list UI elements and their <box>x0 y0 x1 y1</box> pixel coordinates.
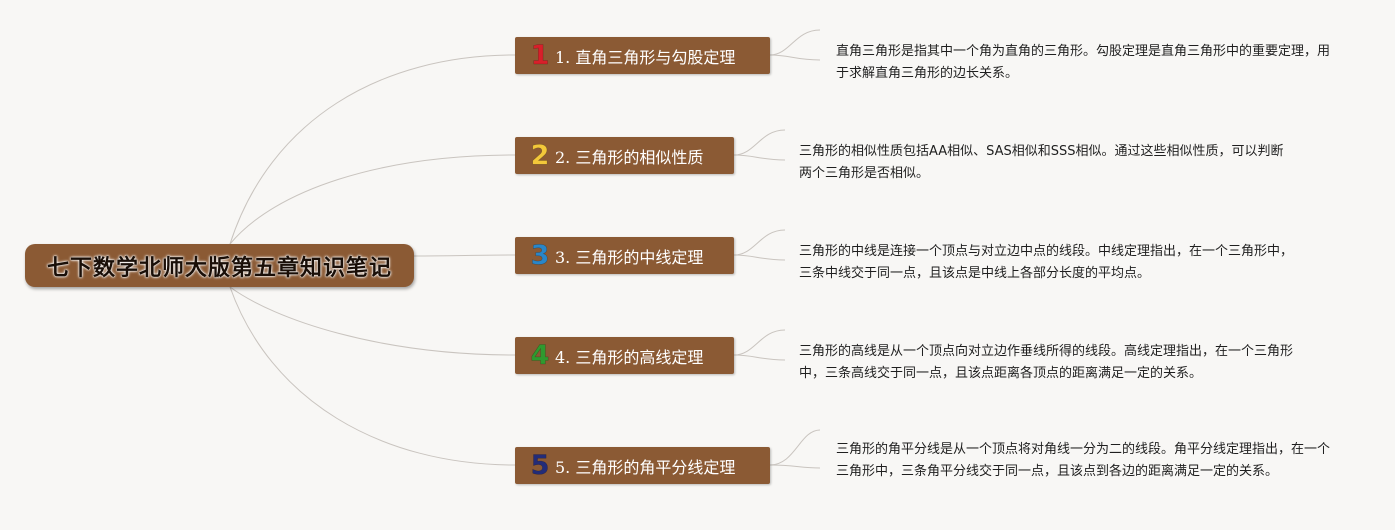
topic-node-2[interactable]: 2 2. 三角形的相似性质 <box>515 137 734 174</box>
number-badge-3: 3 <box>530 240 550 272</box>
root-link-2 <box>229 154 516 245</box>
topic-label-4: 4. 三角形的高线定理 <box>555 347 704 367</box>
topic-label-3: 3. 三角形的中线定理 <box>555 247 704 267</box>
note-link-4a <box>733 329 786 356</box>
note-4: 三角形的高线是从一个顶点向对立边作垂线所得的线段。高线定理指出，在一个三角形中，… <box>799 344 1294 381</box>
note-link-5a <box>769 429 821 466</box>
note-1: 直角三角形是指其中一个角为直角的三角形。勾股定理是直角三角形中的重要定理，用于求… <box>836 44 1331 81</box>
note-link-1a <box>769 29 821 56</box>
topic-label-1: 1. 直角三角形与勾股定理 <box>555 47 736 67</box>
number-badge-4: 4 <box>530 340 550 372</box>
root-link-5 <box>229 286 516 466</box>
note-link-1b <box>769 54 821 61</box>
topic-node-3[interactable]: 3 3. 三角形的中线定理 <box>515 237 734 274</box>
note-link-3a <box>733 229 786 256</box>
root-link-4 <box>229 286 516 356</box>
topic-label-5: 5. 三角形的角平分线定理 <box>555 457 736 477</box>
note-link-5b <box>769 464 821 469</box>
root-link-1 <box>229 54 516 245</box>
number-badge-1: 1 <box>530 40 550 72</box>
root-link-3 <box>413 254 516 257</box>
number-badge-2: 2 <box>530 140 550 172</box>
note-3: 三角形的中线是连接一个顶点与对立边中点的线段。中线定理指出，在一个三角形中，三条… <box>799 244 1294 281</box>
topic-label-2: 2. 三角形的相似性质 <box>555 147 704 167</box>
topic-node-5[interactable]: 5 5. 三角形的角平分线定理 <box>515 447 770 484</box>
note-2: 三角形的相似性质包括AA相似、SAS相似和SSS相似。通过这些相似性质，可以判断… <box>799 144 1284 181</box>
note-5: 三角形的角平分线是从一个顶点将对角线一分为二的线段。角平分线定理指出，在一个三角… <box>836 442 1331 479</box>
topic-node-4[interactable]: 4 4. 三角形的高线定理 <box>515 337 734 374</box>
note-link-4b <box>733 354 786 361</box>
note-link-2b <box>733 154 786 161</box>
note-link-3b <box>733 254 786 261</box>
note-link-2a <box>733 129 786 156</box>
topic-node-1[interactable]: 1 1. 直角三角形与勾股定理 <box>515 37 770 74</box>
root-label: 七下数学北师大版第五章知识笔记 <box>46 255 392 281</box>
number-badge-5: 5 <box>530 450 550 482</box>
root-node[interactable]: 七下数学北师大版第五章知识笔记 <box>25 244 414 287</box>
